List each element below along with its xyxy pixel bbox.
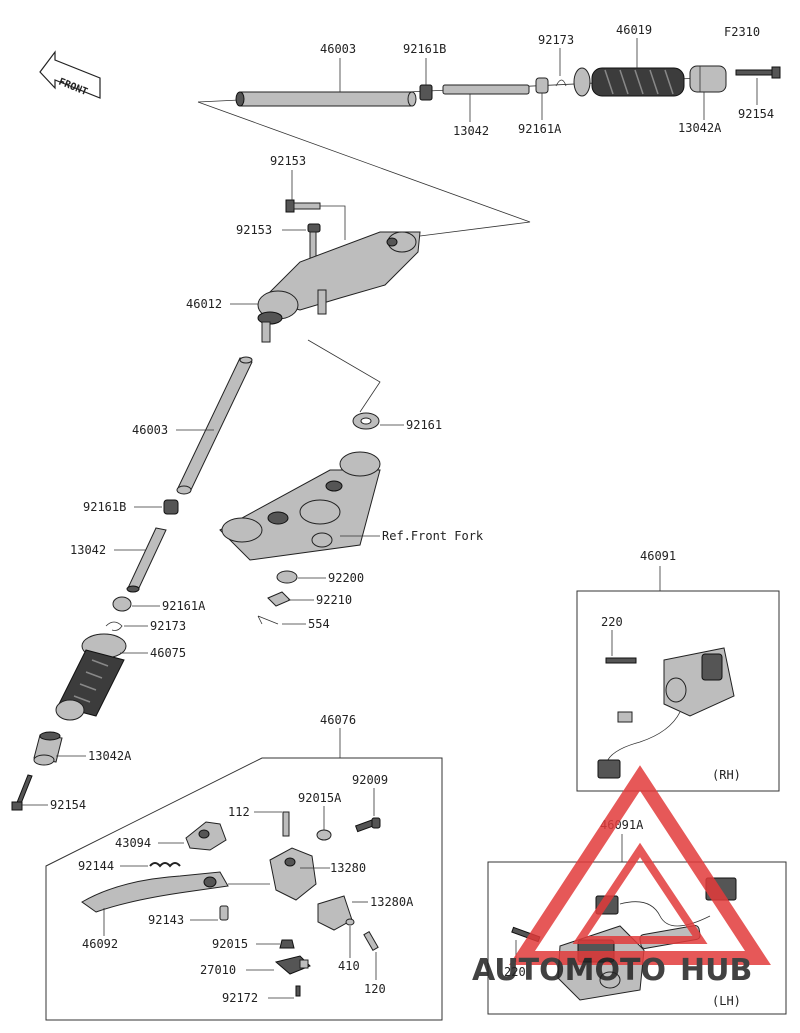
pin-554 <box>257 615 279 625</box>
handlebar-46003-top <box>235 91 417 107</box>
bolt-92154-top <box>735 66 781 79</box>
handlebar-46003-mid <box>176 356 253 495</box>
washer-92015a <box>316 829 332 841</box>
callout-46019: 46019 <box>616 23 652 37</box>
callout-92200: 92200 <box>328 571 364 585</box>
callout-46092: 46092 <box>82 937 118 951</box>
tube-13042-top <box>442 84 530 95</box>
callout-92009: 92009 <box>352 773 388 787</box>
watermark-logo: AUTOMOTO HUB <box>472 765 771 988</box>
weight-13042a-left <box>33 731 63 766</box>
callout-92172: 92172 <box>222 991 258 1005</box>
nut-92161a-left <box>112 596 132 612</box>
callout-46003-mid: 46003 <box>132 423 168 437</box>
callout-92015a: 92015A <box>298 791 342 805</box>
tube-13042-left <box>126 527 167 593</box>
callout-92153-b: 92153 <box>236 223 272 237</box>
callout-13042-top: 13042 <box>453 124 489 138</box>
callout-92161b-top: 92161B <box>403 42 446 56</box>
watermark-part2: HUB <box>680 953 752 988</box>
callout-27010: 27010 <box>200 963 236 977</box>
callout-13042a-left: 13042A <box>88 749 132 763</box>
triple-clamp-front-fork <box>219 451 381 561</box>
callout-410: 410 <box>338 959 360 973</box>
callout-220-lh: 220 <box>504 965 526 979</box>
lh-switch-box <box>487 861 787 1015</box>
figure-code: F2310 <box>724 25 760 39</box>
washer-92200 <box>276 570 298 584</box>
clip-92173-left <box>105 621 123 631</box>
cover-43094 <box>185 821 227 851</box>
callout-92173-top: 92173 <box>538 33 574 47</box>
callout-554: 554 <box>308 617 330 631</box>
callout-92154-left: 92154 <box>50 798 86 812</box>
callout-13280a: 13280A <box>370 895 414 909</box>
callout-112: 112 <box>228 805 250 819</box>
nut-92161a-top <box>535 77 549 94</box>
label-lh: (LH) <box>712 994 741 1008</box>
callout-46003-top: 46003 <box>320 42 356 56</box>
callout-46091: 46091 <box>640 549 676 563</box>
callout-46012: 46012 <box>186 297 222 311</box>
callout-120: 120 <box>364 982 386 996</box>
screw-92172 <box>295 985 301 997</box>
label-rh: (RH) <box>712 768 741 782</box>
grip-46019 <box>573 67 685 97</box>
spring-92144 <box>149 862 181 868</box>
callout-92143: 92143 <box>148 913 184 927</box>
nut-92210 <box>267 591 291 607</box>
lever-box <box>45 757 443 1021</box>
callout-92210: 92210 <box>316 593 352 607</box>
watermark-part1: AUTOMOTO <box>472 953 666 988</box>
callout-ref-front-fork: Ref.Front Fork <box>382 529 484 543</box>
callout-220-rh: 220 <box>601 615 623 629</box>
callout-43094: 43094 <box>115 836 151 850</box>
callout-92161a-top: 92161A <box>518 122 562 136</box>
callout-92154-top: 92154 <box>738 107 774 121</box>
callout-13042-left: 13042 <box>70 543 106 557</box>
callout-92153-a: 92153 <box>270 154 306 168</box>
grip-46075 <box>55 633 127 721</box>
clamp-13280a <box>317 895 353 931</box>
callout-92173-left: 92173 <box>150 619 186 633</box>
callout-46076: 46076 <box>320 713 356 727</box>
bolt-92009 <box>354 817 381 833</box>
rh-switch-box <box>576 590 780 792</box>
washer-410 <box>345 918 355 926</box>
pivot-112 <box>282 811 290 837</box>
callout-92144: 92144 <box>78 859 114 873</box>
callout-92161: 92161 <box>406 418 442 432</box>
callout-46075: 46075 <box>150 646 186 660</box>
weight-13042a-top <box>689 65 727 93</box>
callout-92015: 92015 <box>212 937 248 951</box>
clip-92173-top <box>555 79 567 87</box>
nut-92015 <box>279 939 295 949</box>
callout-13042a-top: 13042A <box>678 121 722 135</box>
nut-92161b-top <box>419 84 433 101</box>
collar-92143 <box>219 905 229 921</box>
callout-92161a-left: 92161A <box>162 599 206 613</box>
front-arrow-icon: FRONT <box>39 50 101 99</box>
rh-switch-46091 <box>597 647 735 779</box>
switch-27010 <box>274 955 311 975</box>
bolt-92153-a <box>285 199 321 213</box>
holder-13280 <box>269 847 317 901</box>
nut-92161b-left <box>163 499 179 515</box>
lever-46092 <box>81 871 270 913</box>
handlebar-holder-46012 <box>257 231 421 343</box>
bolt-92154-left <box>11 774 33 811</box>
screw-120 <box>363 931 379 951</box>
callout-13280: 13280 <box>330 861 366 875</box>
callout-92161b-left: 92161B <box>83 500 126 514</box>
